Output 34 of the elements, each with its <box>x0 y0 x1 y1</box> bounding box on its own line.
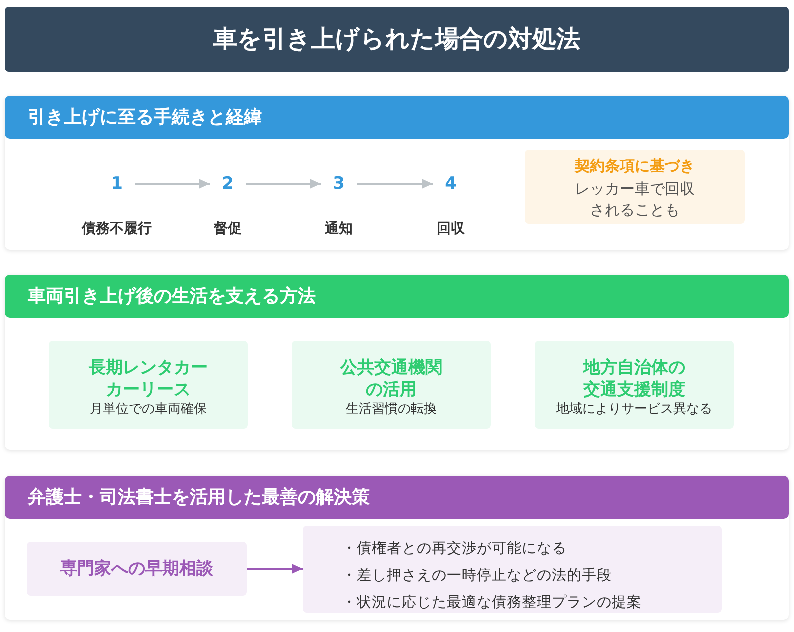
arrow <box>135 179 210 189</box>
note-text: レッカー車で回収されることも <box>574 179 696 221</box>
bullet-item: ・債権者との再交渉が可能になる <box>342 540 567 559</box>
option-description: 生活習慣の転換 <box>346 401 437 419</box>
section-card <box>5 96 789 250</box>
step-number: 4 <box>433 172 469 196</box>
section-card <box>5 275 789 450</box>
step-label: 通知 <box>325 220 353 239</box>
step-number: 3 <box>321 172 357 196</box>
step-number: 2 <box>210 172 246 196</box>
option-title: 公共交通機関の活用 <box>339 357 444 401</box>
consultation-card <box>27 542 247 596</box>
section-header: 弁護士・司法書士を活用した最善の解決策 <box>5 476 789 519</box>
benefits-panel <box>303 526 722 613</box>
title-banner: 車を引き上げられた場合の対処法 <box>5 7 789 72</box>
arrow <box>357 179 433 189</box>
note-heading: 契約条項に基づき <box>575 156 695 176</box>
bullet-item: ・差し押さえの一時停止などの法的手段 <box>342 566 612 586</box>
arrow <box>247 564 303 574</box>
note-box <box>525 150 745 224</box>
section-header: 引き上げに至る手続きと経緯 <box>5 96 789 139</box>
step-label: 回収 <box>437 220 465 239</box>
option-title: 長期レンタカーカーリース <box>88 357 209 401</box>
section-header: 車両引き上げ後の生活を支える方法 <box>5 275 789 318</box>
option-description: 月単位での車両確保 <box>90 401 207 419</box>
option-description: 地域によりサービス異なる <box>556 401 712 419</box>
option-title: 地方自治体の交通支援制度 <box>582 357 686 401</box>
section-card <box>5 476 789 620</box>
step-label: 債務不履行 <box>82 220 152 239</box>
consultation-label: 専門家への早期相談 <box>60 558 214 581</box>
step-label: 督促 <box>214 220 242 239</box>
step-number: 1 <box>99 172 135 196</box>
arrow <box>246 179 321 189</box>
bullet-item: ・状況に応じた最適な債務整理プランの提案 <box>342 594 642 613</box>
